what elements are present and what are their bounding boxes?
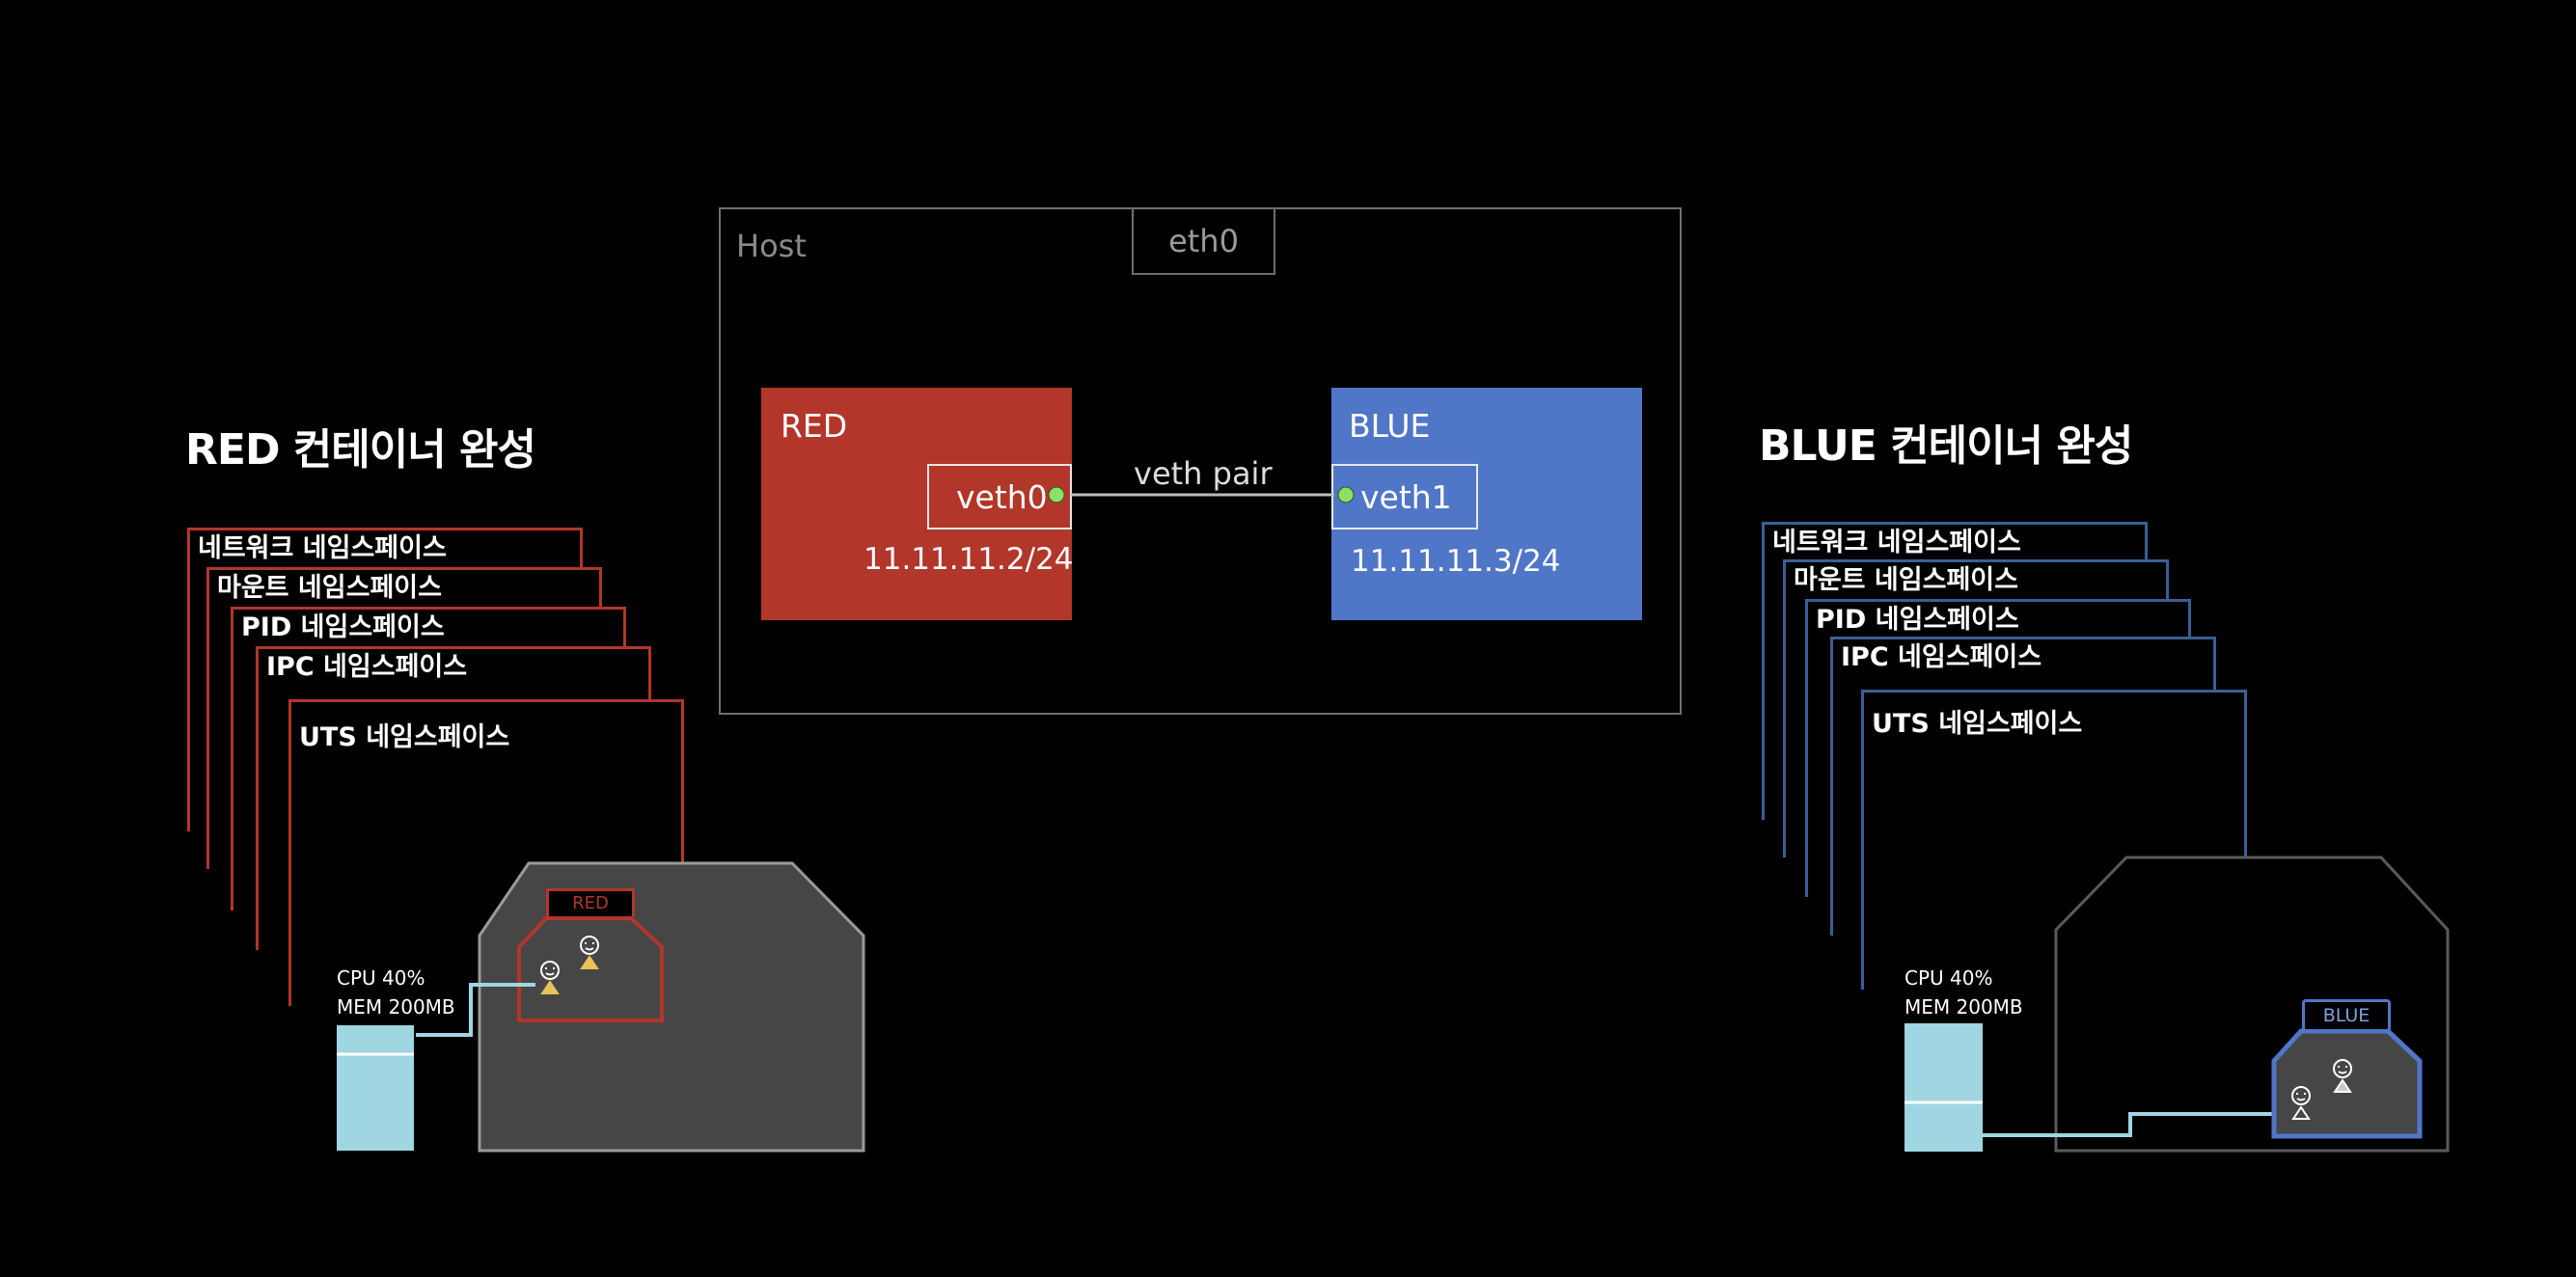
blue-box-label: BLUE <box>2302 999 2391 1032</box>
red-container-body <box>478 861 865 1153</box>
blue-box-label-text: BLUE <box>2322 1005 2370 1026</box>
namespace-label: 마운트 네임스페이스 <box>217 573 442 603</box>
person-icon <box>580 936 599 969</box>
red-netns-title: RED <box>781 407 848 445</box>
person-icon <box>2291 1086 2311 1120</box>
cpu-label: CPU 40% <box>1905 966 1993 990</box>
red-box-label-text: RED <box>572 893 609 913</box>
eth0-label: eth0 <box>1168 223 1239 259</box>
red-link-line <box>416 983 535 1037</box>
person-icon <box>2333 1059 2352 1093</box>
veth0-dot <box>1048 486 1065 503</box>
blue-ip-address: 11.11.11.3/24 <box>1351 544 1561 579</box>
namespace-label: 네트워크 네임스페이스 <box>1772 528 2021 557</box>
blue-resource-text: CPU 40% MEM 200MB <box>1905 964 2023 1021</box>
blue-resource-block <box>1905 1023 1983 1152</box>
eth0-interface[interactable]: eth0 <box>1132 207 1275 275</box>
blue-netns-title: BLUE <box>1349 407 1431 445</box>
blue-heading: BLUE 컨테이너 완성 <box>1759 421 2133 471</box>
veth0-interface[interactable]: veth0 <box>927 464 1072 530</box>
red-resource-block <box>337 1025 414 1151</box>
mem-label: MEM 200MB <box>1905 995 2023 1019</box>
red-netns-box: RED 11.11.11.2/24 <box>761 388 1074 620</box>
red-heading: RED 컨테이너 완성 <box>185 425 536 475</box>
veth1-label: veth1 <box>1360 477 1452 516</box>
veth0-label: veth0 <box>956 477 1048 516</box>
mem-label: MEM 200MB <box>337 995 455 1019</box>
namespace-label: UTS 네임스페이스 <box>1872 709 2083 739</box>
veth1-interface[interactable]: veth1 <box>1331 464 1478 530</box>
red-ip-address: 11.11.11.2/24 <box>863 542 1074 577</box>
veth-pair-label: veth pair <box>1134 455 1273 492</box>
namespace-label: 네트워크 네임스페이스 <box>198 533 447 563</box>
blue-inner-box <box>2271 1028 2423 1139</box>
cpu-label: CPU 40% <box>337 966 425 990</box>
namespace-label: UTS 네임스페이스 <box>299 722 510 752</box>
namespace-label: IPC 네임스페이스 <box>1841 642 2042 672</box>
blue-link-line <box>1983 1112 2274 1137</box>
namespace-label: IPC 네임스페이스 <box>266 652 468 682</box>
red-inner-box <box>517 916 664 1022</box>
host-label: Host <box>736 228 807 264</box>
red-box-label: RED <box>546 888 635 916</box>
namespace-label: 마운트 네임스페이스 <box>1794 565 2018 595</box>
namespace-label: PID 네임스페이스 <box>1816 605 2019 635</box>
blue-namespace-network: 네트워크 네임스페이스 <box>1762 522 2148 820</box>
red-resource-text: CPU 40% MEM 200MB <box>337 964 455 1021</box>
red-namespace-network: 네트워크 네임스페이스 <box>187 528 583 831</box>
namespace-label: PID 네임스페이스 <box>241 612 445 642</box>
person-icon <box>540 961 560 994</box>
blue-netns-box: BLUE 11.11.11.3/24 <box>1331 388 1642 620</box>
veth1-dot <box>1337 486 1355 503</box>
